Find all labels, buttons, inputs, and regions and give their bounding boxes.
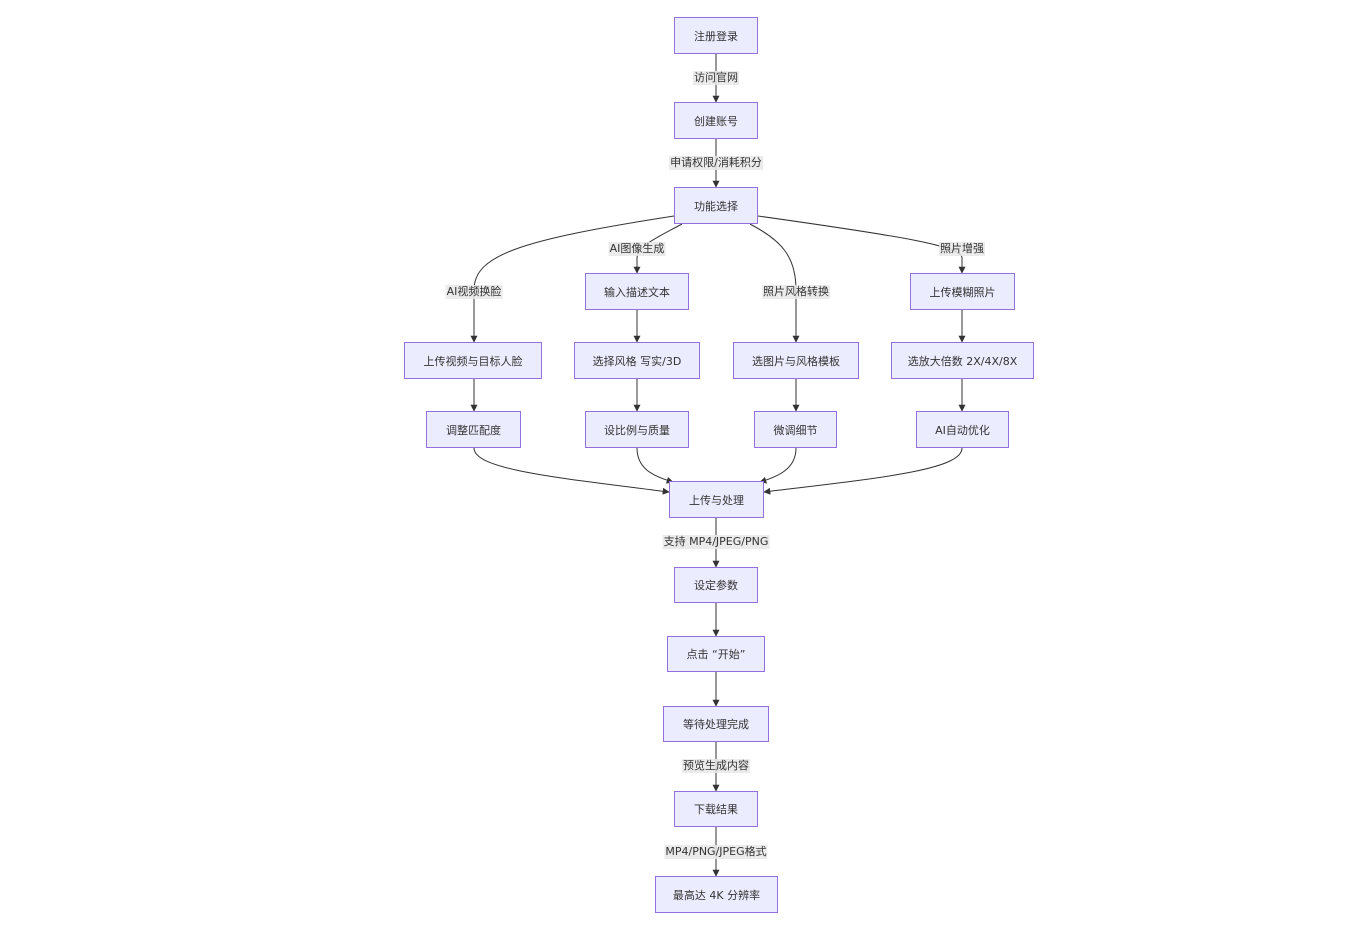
edge-label-ai-image-gen: AI图像生成: [608, 242, 666, 256]
node-upload-blurry[interactable]: 上传模糊照片: [910, 273, 1015, 310]
node-max-4k[interactable]: 最高达 4K 分辨率: [655, 876, 778, 913]
node-input-text[interactable]: 输入描述文本: [585, 273, 689, 310]
node-download[interactable]: 下载结果: [674, 791, 758, 827]
edge-label-support-formats: 支持 MP4/JPEG/PNG: [662, 535, 770, 549]
node-click-start[interactable]: 点击 “开始”: [667, 636, 765, 672]
edge-label-apply-permission: 申请权限/消耗积分: [669, 156, 763, 170]
edge-feature-to-face-swap: [470, 215, 675, 343]
edge-optimize-to-upload: [763, 447, 963, 495]
node-choose-style[interactable]: 选择风格 写实/3D: [574, 342, 700, 379]
edge-ratio-to-upload: [636, 447, 674, 484]
node-create-account[interactable]: 创建账号: [674, 102, 758, 139]
node-choose-scale[interactable]: 选放大倍数 2X/4X/8X: [891, 342, 1034, 379]
edge-fine-to-upload: [759, 447, 797, 484]
node-set-ratio-quality[interactable]: 设比例与质量: [585, 411, 689, 448]
node-feature-select[interactable]: 功能选择: [674, 187, 758, 224]
edge-label-visit-site: 访问官网: [693, 71, 739, 85]
node-adjust-match[interactable]: 调整匹配度: [426, 411, 521, 448]
edge-label-formats: MP4/PNG/JPEG格式: [664, 845, 768, 859]
edge-label-ai-face-swap: AI视频换脸: [445, 285, 503, 299]
node-register[interactable]: 注册登录: [674, 17, 758, 54]
node-upload-video-face[interactable]: 上传视频与目标人脸: [404, 342, 542, 379]
edge-adjust-to-upload: [473, 447, 670, 495]
edge-feature-to-enhance: [757, 215, 966, 274]
node-upload-process[interactable]: 上传与处理: [669, 481, 764, 518]
edge-label-preview: 预览生成内容: [682, 759, 750, 773]
node-ai-optimize[interactable]: AI自动优化: [916, 411, 1009, 448]
node-fine-tune[interactable]: 微调细节: [754, 411, 837, 448]
edge-label-photo-style: 照片风格转换: [762, 285, 830, 299]
node-choose-image-template[interactable]: 选图片与风格模板: [733, 342, 859, 379]
node-wait-complete[interactable]: 等待处理完成: [663, 706, 769, 742]
node-set-params[interactable]: 设定参数: [674, 567, 758, 603]
edge-label-photo-enhance: 照片增强: [939, 242, 985, 256]
edge-feature-to-style: [749, 223, 800, 343]
